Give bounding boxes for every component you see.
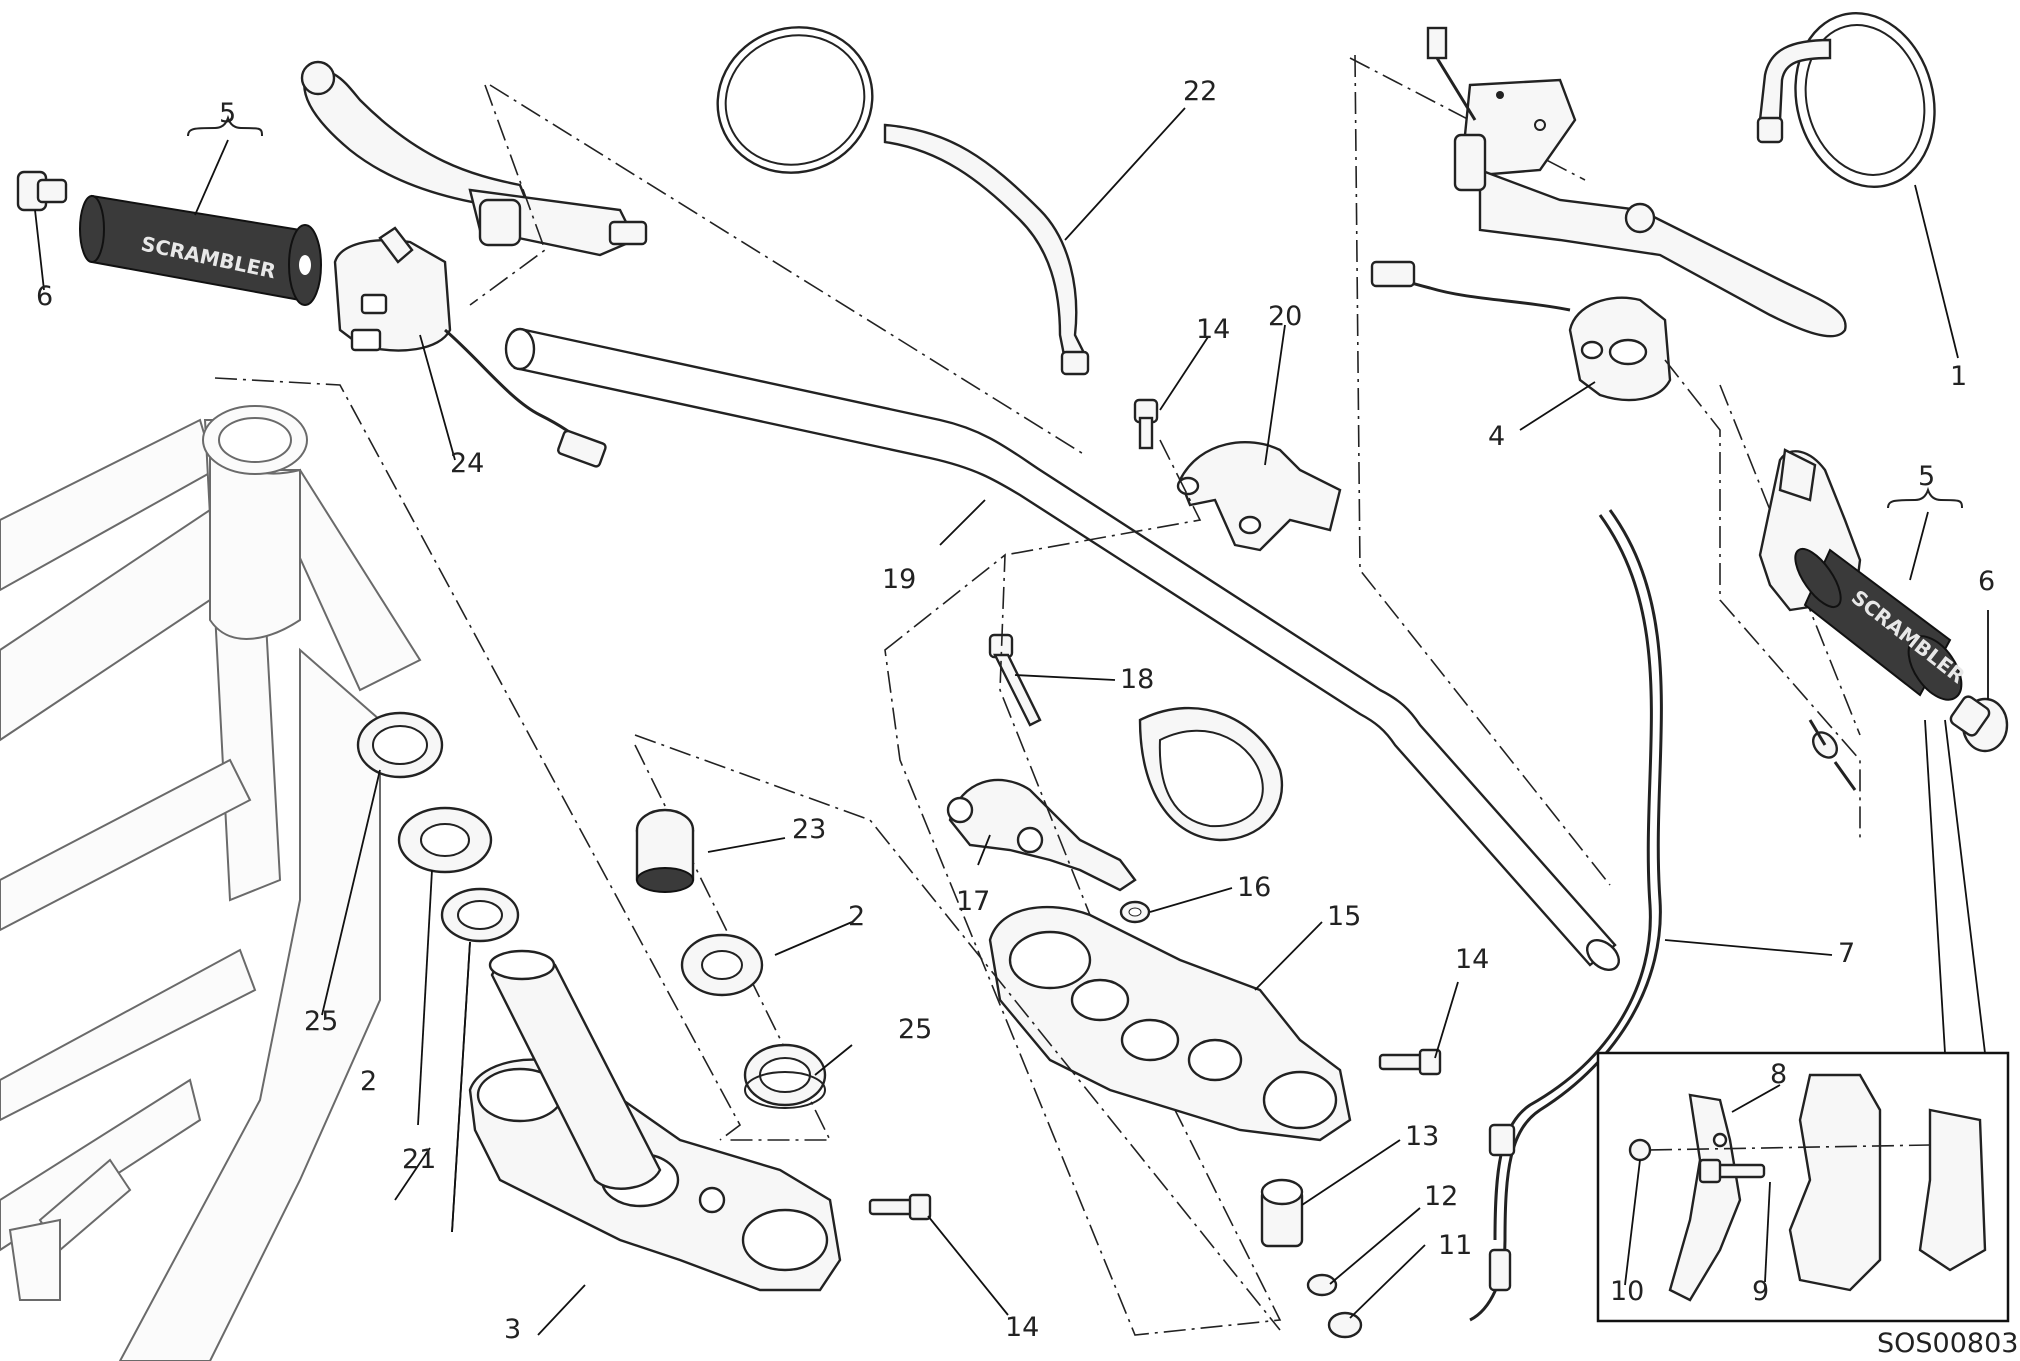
assembly-line-steering-lower	[634, 744, 832, 1141]
callout-7: 7	[1838, 938, 1855, 969]
seal-2-left	[397, 806, 493, 874]
callout-5-left: 5	[219, 98, 236, 129]
callout-6-left: 6	[36, 281, 53, 312]
bushing-13	[1260, 1178, 1304, 1248]
washer-21	[440, 887, 520, 943]
callout-21: 21	[402, 1144, 436, 1175]
callout-14-top: 14	[1196, 314, 1230, 345]
instrument-bracket	[946, 706, 1284, 892]
washer-16	[1119, 900, 1151, 924]
cable-guide-8	[1668, 1093, 1742, 1302]
assembly-line-upper-clamp	[884, 553, 1282, 1336]
assembly-line-clutch	[469, 84, 546, 306]
assembly-line-detail	[1649, 1144, 1931, 1151]
cable-adjuster	[1488, 1123, 1516, 1292]
callout-4: 4	[1488, 421, 1505, 452]
ring-nut-23	[635, 808, 695, 893]
frame-headstock	[0, 405, 422, 1361]
handlebar	[504, 327, 1620, 971]
leader-lines	[34, 107, 1989, 1336]
mirror-right	[1756, 11, 1936, 189]
callout-25-left: 25	[304, 1006, 338, 1037]
callout-14-bottom: 14	[1005, 1312, 1039, 1343]
switch-connector-right	[1370, 260, 1416, 288]
callout-12: 12	[1424, 1181, 1458, 1212]
callout-17: 17	[956, 886, 990, 917]
callout-2-right: 2	[848, 901, 865, 932]
callout-15: 15	[1327, 901, 1361, 932]
washer-12	[1306, 1273, 1338, 1297]
assembly-line-steering	[634, 734, 1281, 1331]
brake-master-cylinder	[1426, 26, 1847, 338]
callout-1: 1	[1950, 361, 1967, 392]
assembly-line-throttle	[1664, 359, 1861, 840]
assembly-line-clamp	[1004, 439, 1202, 556]
callout-6-right: 6	[1978, 566, 1995, 597]
callout-20: 20	[1268, 301, 1302, 332]
callout-14-right: 14	[1455, 944, 1489, 975]
grip-left: SCRAMBLER	[79, 194, 322, 306]
clamp-bolt-top	[1133, 398, 1159, 450]
screw-9	[1698, 1158, 1766, 1184]
callout-24: 24	[450, 448, 484, 479]
assembly-line-frame	[214, 377, 742, 1141]
nut-11	[1327, 1311, 1363, 1339]
bearing-25-left	[356, 711, 444, 779]
bearing-25-right	[743, 1043, 827, 1109]
screw-10	[1628, 1138, 1652, 1162]
steering-stem	[488, 949, 662, 1190]
switch-housing-left	[333, 226, 452, 352]
handlebar-clamp-upper	[1176, 441, 1342, 552]
callout-25-right: 25	[898, 1014, 932, 1045]
callout-23: 23	[792, 814, 826, 845]
callout-3: 3	[504, 1314, 521, 1345]
mirror-left	[716, 26, 1090, 376]
callout-11: 11	[1438, 1230, 1472, 1261]
seal-2-right	[680, 933, 764, 997]
instrument-bracket-bolt	[988, 633, 1042, 727]
callout-18: 18	[1120, 664, 1154, 695]
throttle-housing-detail	[1788, 1073, 1987, 1292]
callout-8: 8	[1770, 1059, 1787, 1090]
brace-5-right	[1887, 486, 1963, 509]
callout-13: 13	[1405, 1121, 1439, 1152]
assembly-line-mirror-left	[489, 84, 1086, 456]
detail-connector-right	[1944, 719, 1986, 1054]
brace-5-left	[187, 114, 263, 137]
switch-connector-left	[557, 429, 607, 468]
pinch-bolt-lower	[868, 1193, 932, 1221]
detail-connector-left	[1924, 719, 1946, 1054]
throttle-cable-end	[1808, 719, 1857, 791]
bar-end-weight-left	[16, 170, 68, 212]
callout-22: 22	[1183, 76, 1217, 107]
callout-19: 19	[882, 564, 916, 595]
grip-right: SCRAMBLER	[1794, 548, 1970, 701]
bar-end-weight-right	[1949, 695, 2009, 753]
assembly-line-handlebar-right	[1354, 54, 1611, 886]
throttle-cable	[1469, 509, 1663, 1322]
callout-9: 9	[1752, 1276, 1769, 1307]
callout-16: 16	[1237, 872, 1271, 903]
pinch-bolt-upper	[1378, 1048, 1442, 1076]
callout-10: 10	[1610, 1276, 1644, 1307]
drawing-code: SOS00803	[1877, 1328, 2018, 1359]
switch-housing-right	[1568, 296, 1672, 402]
clutch-lever	[300, 60, 648, 257]
callout-5-right: 5	[1918, 461, 1935, 492]
callout-2-left: 2	[360, 1066, 377, 1097]
upper-triple-clamp	[988, 905, 1352, 1142]
